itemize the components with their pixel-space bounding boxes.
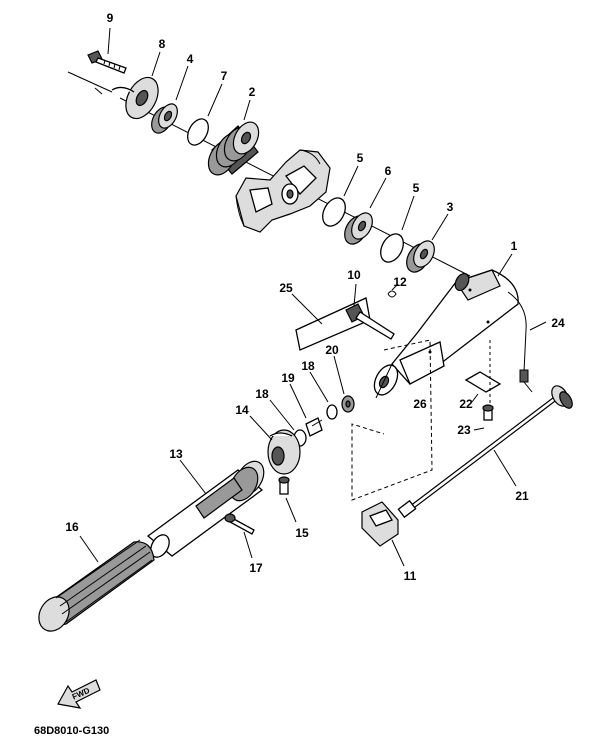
callout-10: 10 [347, 268, 361, 282]
part-5b-ring [380, 195, 415, 263]
callout-2: 2 [249, 85, 256, 99]
part-17-screw [224, 513, 255, 559]
callout-26: 26 [413, 397, 427, 411]
part-22-plate [464, 371, 502, 403]
part-16-grip [38, 535, 155, 632]
callout-labels: 9 8 4 7 2 5 6 5 3 1 10 12 25 24 20 18 19… [65, 11, 565, 583]
callout-7: 7 [221, 69, 228, 83]
callout-16: 16 [65, 520, 79, 534]
part-26-leader [351, 339, 433, 501]
callout-14: 14 [235, 403, 249, 417]
callout-12: 12 [393, 275, 407, 289]
part-24-cable [507, 291, 547, 393]
part-15-screw [278, 476, 297, 523]
part-21-rod [397, 385, 573, 519]
callout-6: 6 [385, 164, 392, 178]
part-8-plate [111, 51, 161, 120]
part-13-throttle-shaft [146, 459, 265, 558]
part-10-wing-screw [345, 283, 395, 340]
callout-21: 21 [515, 489, 529, 503]
callout-13: 13 [169, 447, 183, 461]
callout-4: 4 [187, 52, 194, 66]
part-19-washer [289, 383, 323, 437]
part-11-block [361, 501, 405, 567]
part-20-nut [333, 355, 355, 413]
callout-24: 24 [551, 316, 565, 330]
callout-8: 8 [159, 37, 166, 51]
callout-15: 15 [295, 526, 309, 540]
part-12-clip [387, 283, 399, 298]
callout-17: 17 [249, 561, 263, 575]
part-1-steering-arm [373, 253, 519, 399]
callout-5a: 5 [357, 151, 364, 165]
callout-20: 20 [325, 343, 339, 357]
part-6-bushing [344, 177, 387, 245]
callout-9: 9 [107, 11, 114, 25]
part-9-bolt [87, 27, 127, 74]
part-23-bolt [473, 340, 494, 431]
callout-18a: 18 [301, 359, 315, 373]
callout-25: 25 [279, 281, 293, 295]
drawing-code: 68D8010-G130 [34, 725, 109, 737]
part-7-ring [187, 83, 223, 146]
callout-1: 1 [511, 239, 518, 253]
fwd-arrow: FWD [57, 679, 101, 709]
part-3-bushing [406, 213, 449, 273]
callout-3: 3 [447, 200, 454, 214]
part-18-spring-upper [309, 371, 338, 420]
part-14-holder [249, 415, 301, 475]
callout-11: 11 [404, 569, 417, 583]
callout-5b: 5 [413, 181, 420, 195]
callout-23: 23 [457, 423, 471, 437]
callout-22: 22 [459, 397, 473, 411]
part-5a-ring [322, 165, 359, 227]
bracket-casting [235, 149, 331, 233]
part-2-collar [207, 99, 260, 176]
part-4-bushing [151, 65, 189, 134]
callout-18b: 18 [255, 387, 269, 401]
callout-19: 19 [281, 371, 295, 385]
part-25-label [291, 293, 371, 351]
